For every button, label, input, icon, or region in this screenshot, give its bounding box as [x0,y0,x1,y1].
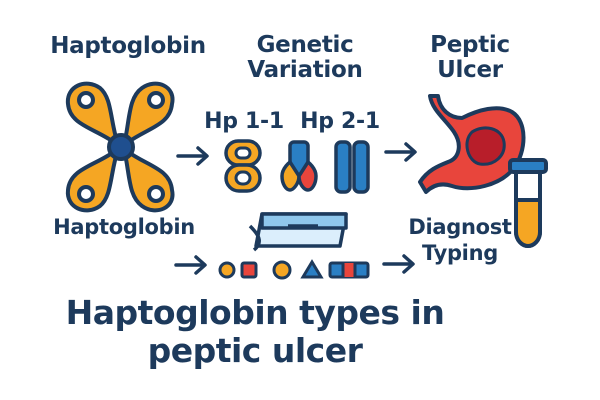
arrow-right-icon [384,142,417,162]
test-tube-icon [508,158,548,248]
arrow-right-icon [382,254,415,274]
electrophoresis-gel-icon [248,212,348,252]
page-title-line1: Haptoglobin types in [65,293,445,332]
header-haptoglobin: Haptoglobin [50,33,206,59]
arrow-right-icon [174,255,207,275]
header-peptic-ulcer: Peptic Ulcer [400,33,540,83]
arrow-right-icon [176,146,209,166]
label-hp21: Hp 2-1 [300,109,380,134]
header-ulcer-line1: Peptic [430,32,510,58]
marker-shapes-icon [218,259,370,280]
haptoglobin-molecule-icon [65,81,175,213]
page-title: Haptoglobin types in peptic ulcer [20,294,490,370]
page-title-line2: peptic ulcer [147,331,363,370]
label-hp11: Hp 1-1 [204,109,284,134]
header-genetic-line1: Genetic [256,32,354,58]
label-diagnost-line2: Typing [422,241,498,265]
header-genetic-line2: Variation [247,57,363,83]
label-haptoglobin-lower: Haptoglobin [53,215,195,239]
header-genetic-variation: Genetic Variation [220,33,390,83]
header-ulcer-line2: Ulcer [437,57,503,83]
hp11-gene-icon [224,139,262,193]
hp21-gene-icon [280,140,318,192]
label-diagnost-line1: Diagnost [408,215,512,239]
label-diagnostic-typing: Diagnost Typing [385,214,535,266]
hp-chromosome-pair-icon [334,140,370,194]
stomach-ulcer-icon [418,94,526,194]
